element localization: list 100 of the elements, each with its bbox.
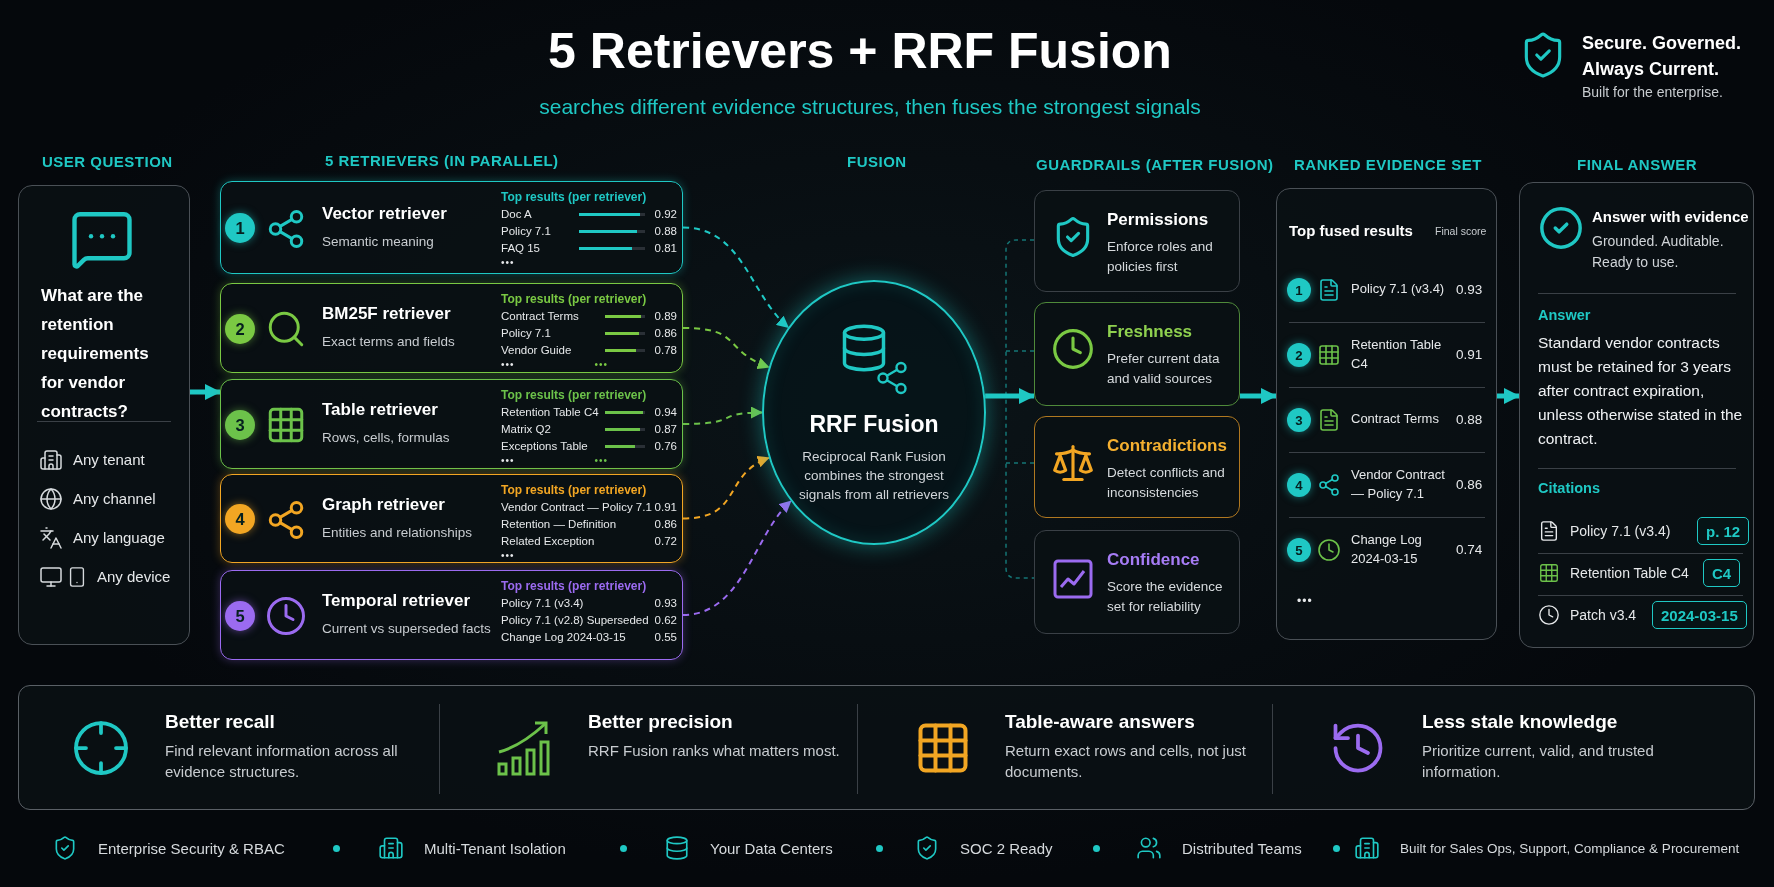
column-heading: 5 RETRIEVERS (IN PARALLEL) <box>325 152 559 169</box>
result-score: 0.62 <box>653 614 677 627</box>
citation-text: Policy 7.1 (v3.4) <box>1570 522 1671 541</box>
result-score: 0.76 <box>653 440 677 453</box>
result-score: 0.91 <box>653 501 677 514</box>
more-dots: ••• <box>594 359 609 370</box>
list-heading: Top fused results <box>1289 221 1413 241</box>
guardrail-card <box>1034 302 1240 406</box>
benefit-title: Less stale knowledge <box>1422 710 1619 734</box>
guardrail-description: Detect conflicts and inconsistencies <box>1107 464 1226 502</box>
benefit-description: Return exact rows and cells, not just documents. <box>1005 740 1247 782</box>
scope-text: Any device <box>97 567 171 587</box>
retriever-title: Vector retriever <box>322 202 448 225</box>
arrow <box>1240 388 1277 404</box>
number-badge: 1 <box>1287 278 1311 302</box>
dashed-arrow <box>682 327 770 369</box>
column-heading: FINAL ANSWER <box>1577 156 1698 173</box>
number-badge: 1 <box>225 213 255 243</box>
citation-text: Patch v3.4 <box>1570 606 1637 625</box>
result-score: 0.88 <box>1456 410 1483 429</box>
result-name: Exceptions Table <box>501 440 589 453</box>
result-name: Contract Terms <box>1351 410 1440 429</box>
scope-text: Any tenant <box>73 450 145 470</box>
column-heading: Final score <box>1435 225 1487 239</box>
benefits-panel <box>18 685 1755 810</box>
number-badge: 5 <box>225 601 255 631</box>
result-name: Doc A <box>501 208 533 221</box>
retriever-description: Rows, cells, formulas <box>322 429 451 447</box>
number-badge: 2 <box>1287 343 1311 367</box>
result-score: 0.81 <box>653 242 677 255</box>
subtitle: searches different evidence structures, then fuses the strongest signals <box>538 95 1202 119</box>
arrow <box>985 388 1035 404</box>
benefit-title: Table-aware answers <box>1005 710 1196 734</box>
result-name: Policy 7.1 (v3.4) <box>1351 280 1446 299</box>
question-card <box>18 185 190 645</box>
guardrail-description: Enforce roles and policies first <box>1107 238 1214 276</box>
result-name: Vendor Guide <box>501 344 573 357</box>
ranked-results-card <box>1276 188 1497 640</box>
benefit-title: Better recall <box>165 710 276 734</box>
scope-text: Any language <box>73 528 165 548</box>
citation-tag: p. 12 <box>1697 517 1750 545</box>
result-name: Vendor Contract — Policy 7.1 <box>1351 465 1446 503</box>
result-score: 0.74 <box>1456 540 1483 559</box>
result-name: Change Log 2024-03-15 <box>501 631 627 644</box>
retriever-card <box>220 474 683 563</box>
column-heading: FUSION <box>847 153 907 170</box>
guardrail-title: Freshness <box>1107 321 1194 343</box>
answer-card <box>1519 182 1754 648</box>
result-score: 0.78 <box>653 344 677 357</box>
guardrail-title: Contradictions <box>1107 435 1228 457</box>
result-score: 0.86 <box>653 327 677 340</box>
number-badge: 5 <box>1287 538 1311 562</box>
number-badge: 4 <box>1287 473 1311 497</box>
dashed-arrow <box>682 500 792 616</box>
guardrail-title: Confidence <box>1107 549 1201 571</box>
number-badge: 3 <box>1287 408 1311 432</box>
more-dots: ••• <box>501 550 515 561</box>
result-score: 0.87 <box>653 423 677 436</box>
result-name: Change Log 2024-03-15 <box>1351 530 1423 568</box>
section-heading: Citations <box>1538 479 1601 498</box>
feature-text: Your Data Centers <box>710 839 833 859</box>
fusion-circle <box>762 280 986 545</box>
result-name: Policy 7.1 <box>501 327 552 340</box>
retriever-title: BM25F retriever <box>322 303 452 325</box>
fusion-title: RRF Fusion <box>809 410 939 439</box>
result-score: 0.86 <box>1456 475 1483 494</box>
answer-subtext: Grounded. Auditable. Ready to use. <box>1592 231 1725 272</box>
arrow <box>190 384 221 400</box>
benefit-title: Better precision <box>588 710 734 734</box>
result-score: 0.72 <box>653 535 677 548</box>
more-dots: ••• <box>501 455 515 466</box>
results-heading: Top results (per retriever) <box>501 189 648 206</box>
question-text: What are the retention requirements for vendor contracts? <box>41 285 150 423</box>
guardrail-description: Score the evidence set for reliability <box>1107 578 1224 616</box>
result-name: Policy 7.1 (v2.8) Superseded <box>501 614 650 627</box>
scope-text: Any channel <box>73 489 156 509</box>
result-name: Policy 7.1 <box>501 225 552 238</box>
result-score: 0.88 <box>653 225 677 238</box>
retriever-description: Semantic meaning <box>322 232 435 251</box>
result-name: Policy 7.1 (v3.4) <box>501 597 585 610</box>
result-name: FAQ 15 <box>501 242 541 255</box>
feature-text: SOC 2 Ready <box>960 839 1053 859</box>
result-name: Retention Table C4 <box>1351 335 1443 373</box>
dashed-arrow <box>682 406 763 425</box>
result-score: 0.91 <box>1456 345 1483 364</box>
results-heading: Top results (per retriever) <box>501 578 648 595</box>
feature-text: Distributed Teams <box>1182 839 1302 859</box>
guardrail-card <box>1034 530 1240 634</box>
feature-text: Enterprise Security & RBAC <box>98 839 285 859</box>
result-name: Retention Table C4 <box>501 406 600 419</box>
section-heading: Answer <box>1538 306 1591 325</box>
result-score: 0.55 <box>653 631 677 644</box>
result-name: Matrix Q2 <box>501 423 552 436</box>
result-name: Contract Terms <box>501 310 580 323</box>
result-score: 0.89 <box>653 310 677 323</box>
citation-tag: C4 <box>1703 559 1741 587</box>
arrow <box>1497 388 1520 404</box>
answer-text: Standard vendor contracts must be retained for 3 years after contract expiration, unless otherwise stated in the contract. <box>1538 333 1743 450</box>
tagline-note: Built for the enterprise. <box>1582 84 1723 100</box>
guardrail-description: Prefer current data and valid sources <box>1107 350 1221 388</box>
